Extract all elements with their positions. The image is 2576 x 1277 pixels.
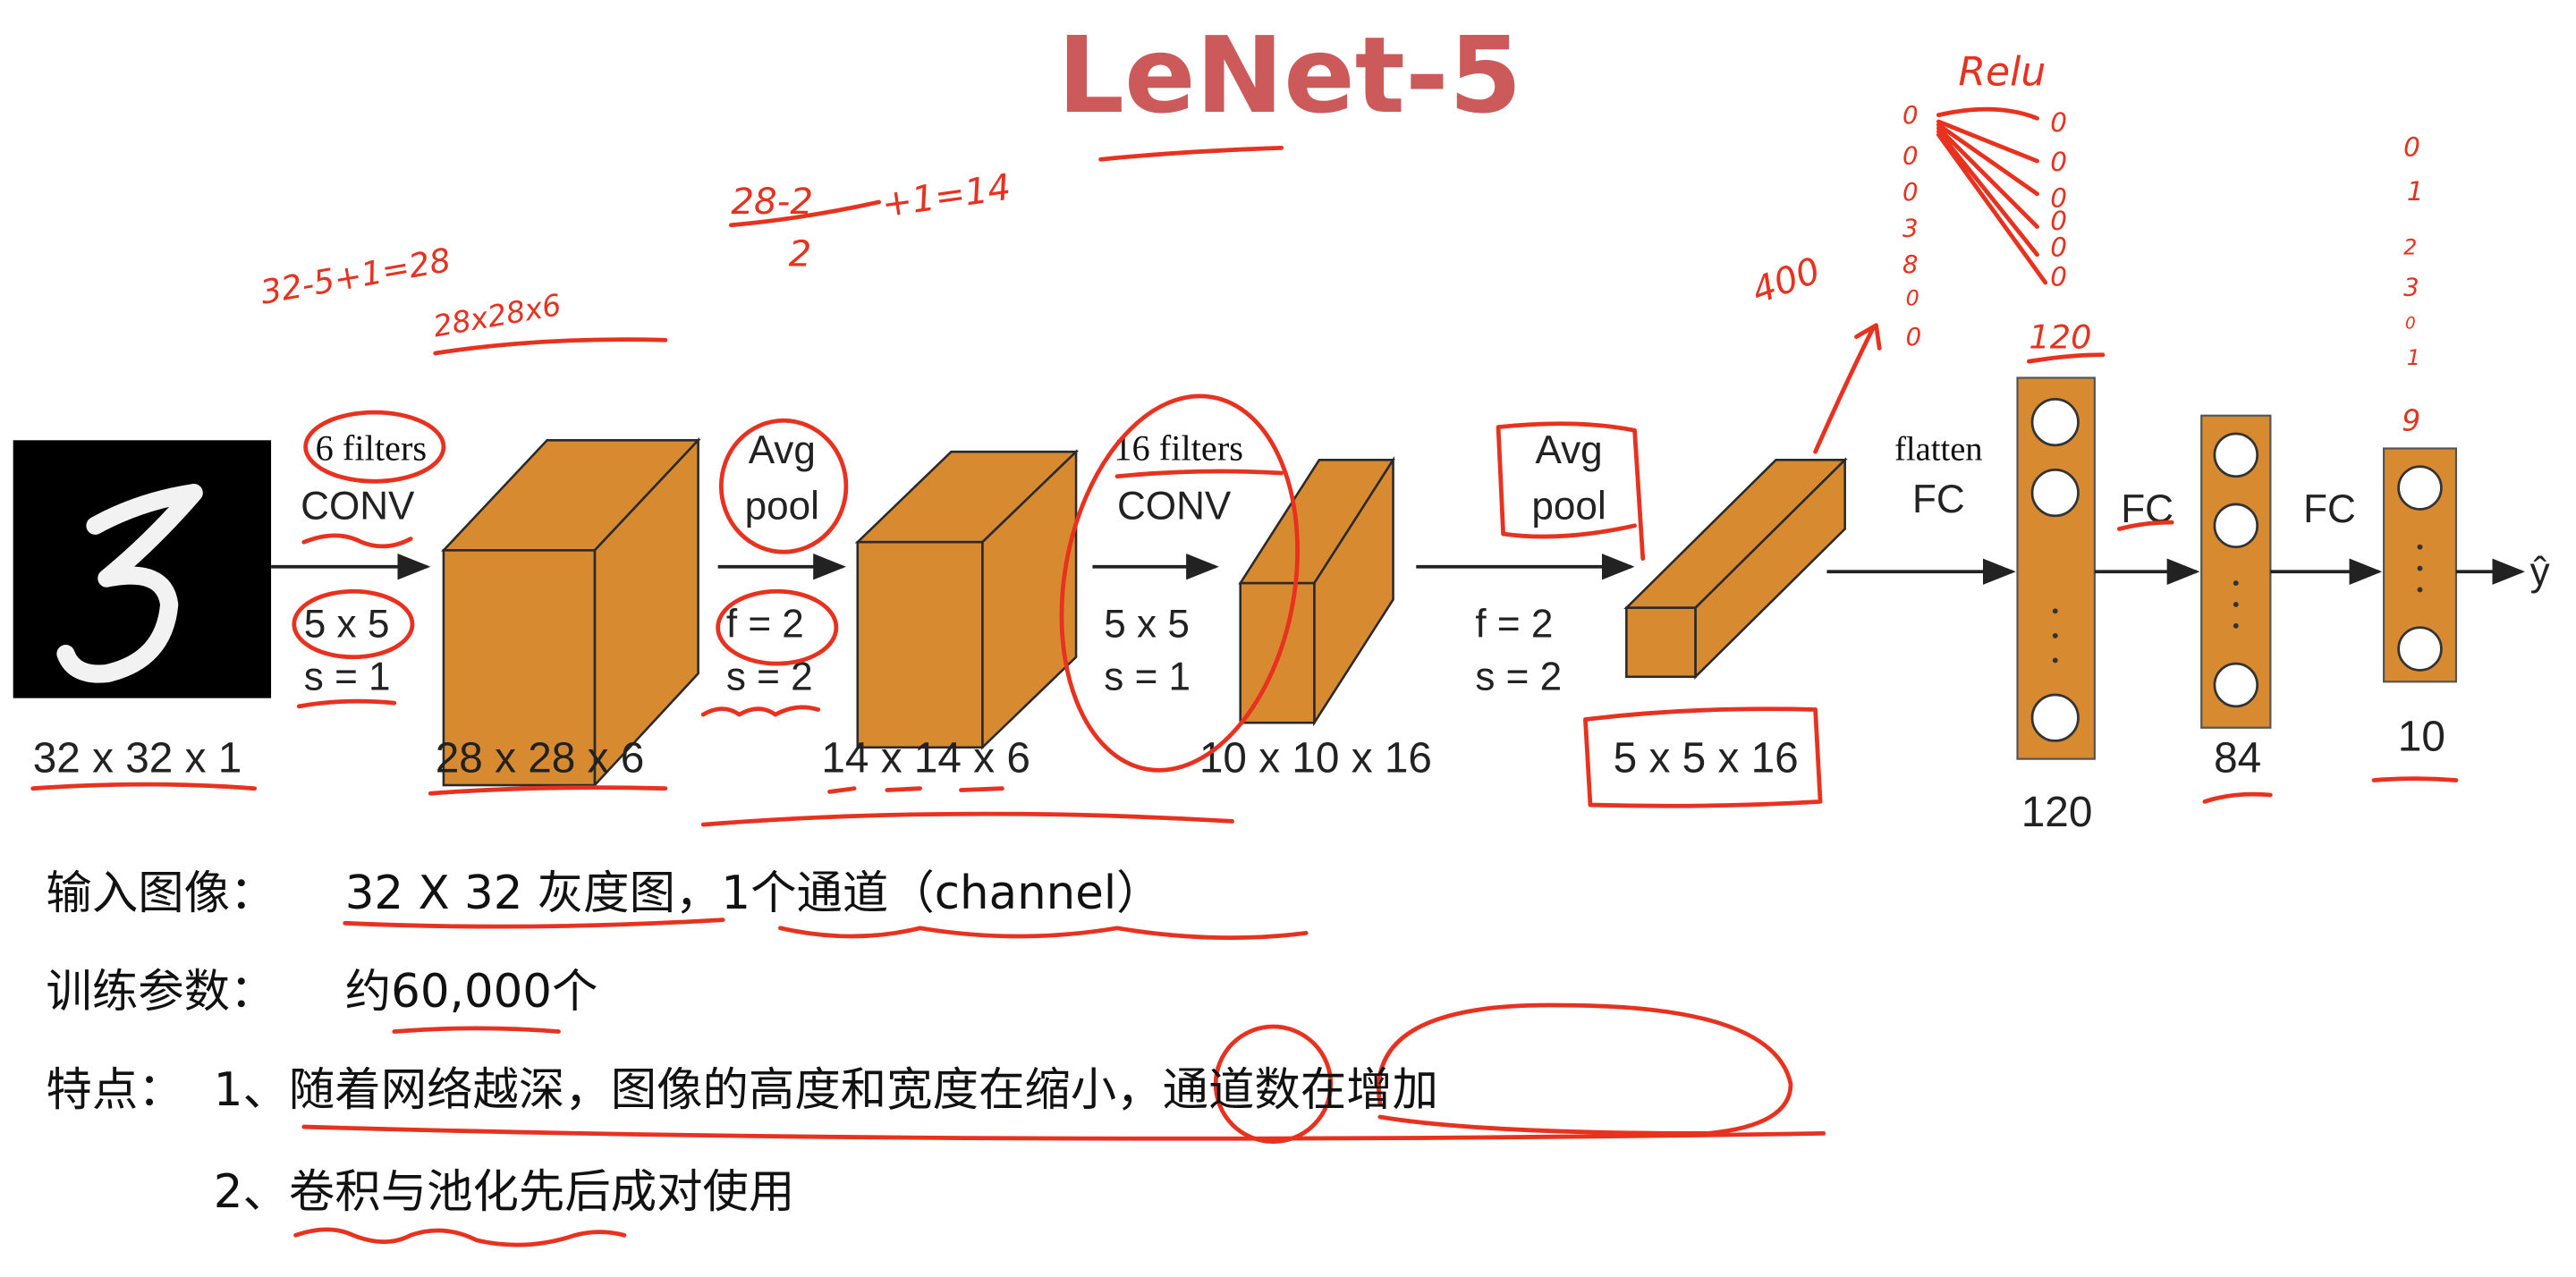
- conv1-filters: 6 filters: [316, 427, 428, 468]
- annotation-digit: 0: [2403, 132, 2420, 163]
- annotation-digit: 1: [2407, 345, 2420, 370]
- annotation-digit: 0: [2050, 107, 2067, 138]
- volume-28x28x6: [440, 437, 701, 789]
- neuron: [2397, 465, 2443, 511]
- conv1-output-label: 28 x 28 x 6: [436, 734, 645, 782]
- annotation-relu: Relu: [1958, 50, 2046, 96]
- annotation-digit: 0: [2050, 262, 2067, 292]
- pool2-op-line2: pool: [1531, 484, 1606, 528]
- title-underline: [1098, 145, 1284, 162]
- note-input-value: 32 X 32 灰度图，1个通道（channel）: [345, 867, 1163, 920]
- annotation-pool1-rest: +1=14: [879, 165, 1013, 226]
- fc3-output-label: 10: [2398, 713, 2445, 760]
- annotation-digit: 0: [1906, 323, 1922, 351]
- handwritten-annotations: 32-5+1=28 28x28x6 28-2 2 +1=14 400 Relu …: [30, 50, 2459, 1247]
- fc2-output-label: 84: [2214, 734, 2261, 782]
- pool1-op-line1: Avg: [749, 428, 816, 472]
- annotation-pool1-den: 2: [789, 233, 812, 275]
- annotation-flatten-count: 400: [1746, 249, 1826, 312]
- conv2-output-label: 10 x 10 x 16: [1199, 734, 1432, 782]
- pool2-kernel: f = 2: [1475, 603, 1553, 647]
- annotation-digit: 0: [1902, 101, 1919, 130]
- annotation-digit: 0: [1902, 178, 1919, 207]
- note-params-value: 约60,000个: [345, 965, 598, 1019]
- neuron: [2397, 626, 2443, 672]
- neuron: [2213, 432, 2259, 478]
- neuron: [2213, 662, 2259, 708]
- volume-10x10x16: [1238, 455, 1395, 727]
- neuron: [2030, 468, 2080, 518]
- fc1-output-label: 120: [2021, 789, 2093, 836]
- neuron: [2030, 398, 2080, 447]
- conv2-stride: s = 1: [1104, 655, 1191, 698]
- annotation-digit: 0: [2050, 182, 2067, 213]
- note-features-label: 特点：: [46, 1063, 183, 1117]
- neuron: [2030, 693, 2080, 742]
- annotation-digit: 0: [1906, 286, 1919, 311]
- annotation-digit: 0: [2050, 233, 2067, 263]
- volume-14x14x6: [854, 449, 1080, 750]
- annotation-conv1-calc: 32-5+1=28: [258, 241, 453, 312]
- input-shape-label: 32 x 32 x 1: [33, 734, 242, 782]
- annotation-digit: 0: [2050, 206, 2067, 236]
- pool1-op-line2: pool: [745, 484, 819, 528]
- conv1-kernel: 5 x 5: [304, 603, 390, 647]
- output-layer-10: [2383, 447, 2458, 683]
- annotation-conv1-shape: 28x28x6: [430, 287, 564, 343]
- pool2-stride: s = 2: [1475, 655, 1562, 698]
- note-feature-1: 1、随着网络越深，图像的高度和宽度在缩小，通道数在增加: [214, 1063, 1438, 1117]
- conv2-filters: 16 filters: [1114, 427, 1243, 468]
- annotation-digit: 3: [2403, 274, 2419, 302]
- annotation-digit: 3: [1902, 215, 1919, 243]
- annotation-digit: 0: [2405, 314, 2416, 333]
- conv2-op: CONV: [1117, 484, 1232, 528]
- volume-5x5x16: [1623, 457, 1848, 680]
- note-params-label: 训练参数：: [46, 965, 275, 1019]
- annotation-digit: 1: [2407, 176, 2424, 207]
- fc-layer-84: [2200, 414, 2272, 729]
- notes-section: 输入图像： 32 X 32 灰度图，1个通道（channel） 训练参数： 约6…: [46, 867, 1438, 1219]
- fc3-op: FC: [2303, 487, 2356, 531]
- slide-title: LeNet-5: [1057, 14, 1522, 137]
- flatten-label: flatten: [1894, 430, 1983, 468]
- pool1-kernel: f = 2: [726, 603, 804, 647]
- annotation-relu-digits: 0 0 0 0 0 0: [2050, 107, 2067, 292]
- input-image: [13, 440, 272, 698]
- fc1-op: FC: [1912, 478, 1965, 521]
- note-input-label: 输入图像：: [46, 867, 275, 920]
- pool1-output-label: 14 x 14 x 6: [821, 734, 1030, 782]
- conv2-kernel: 5 x 5: [1104, 603, 1190, 647]
- neuron: [2213, 503, 2259, 549]
- annotation-flatten-digits: 0 0 0 3 8 0 0: [1902, 101, 1921, 351]
- pool2-output-label: 5 x 5 x 16: [1614, 734, 1799, 782]
- annotation-digit: 9: [2402, 402, 2420, 437]
- conv1-stride: s = 1: [304, 655, 391, 698]
- fc-layer-120: [2016, 376, 2096, 760]
- pool2-op-line1: Avg: [1535, 428, 1602, 472]
- annotation-output-digits: 0 1 2 3 0 1 9: [2402, 132, 2423, 438]
- note-feature-2: 2、卷积与池化先后成对使用: [214, 1165, 795, 1219]
- annotation-fc1-count: 120: [2029, 317, 2091, 356]
- conv1-op: CONV: [301, 484, 415, 528]
- y-hat-label: ŷ: [2530, 550, 2550, 594]
- digit-3-glyph: [56, 483, 203, 683]
- annotation-digit: 0: [2050, 147, 2067, 177]
- annotation-digit: 2: [2403, 235, 2417, 260]
- annotation-digit: 0: [1902, 142, 1919, 171]
- annotation-digit: 8: [1902, 250, 1919, 279]
